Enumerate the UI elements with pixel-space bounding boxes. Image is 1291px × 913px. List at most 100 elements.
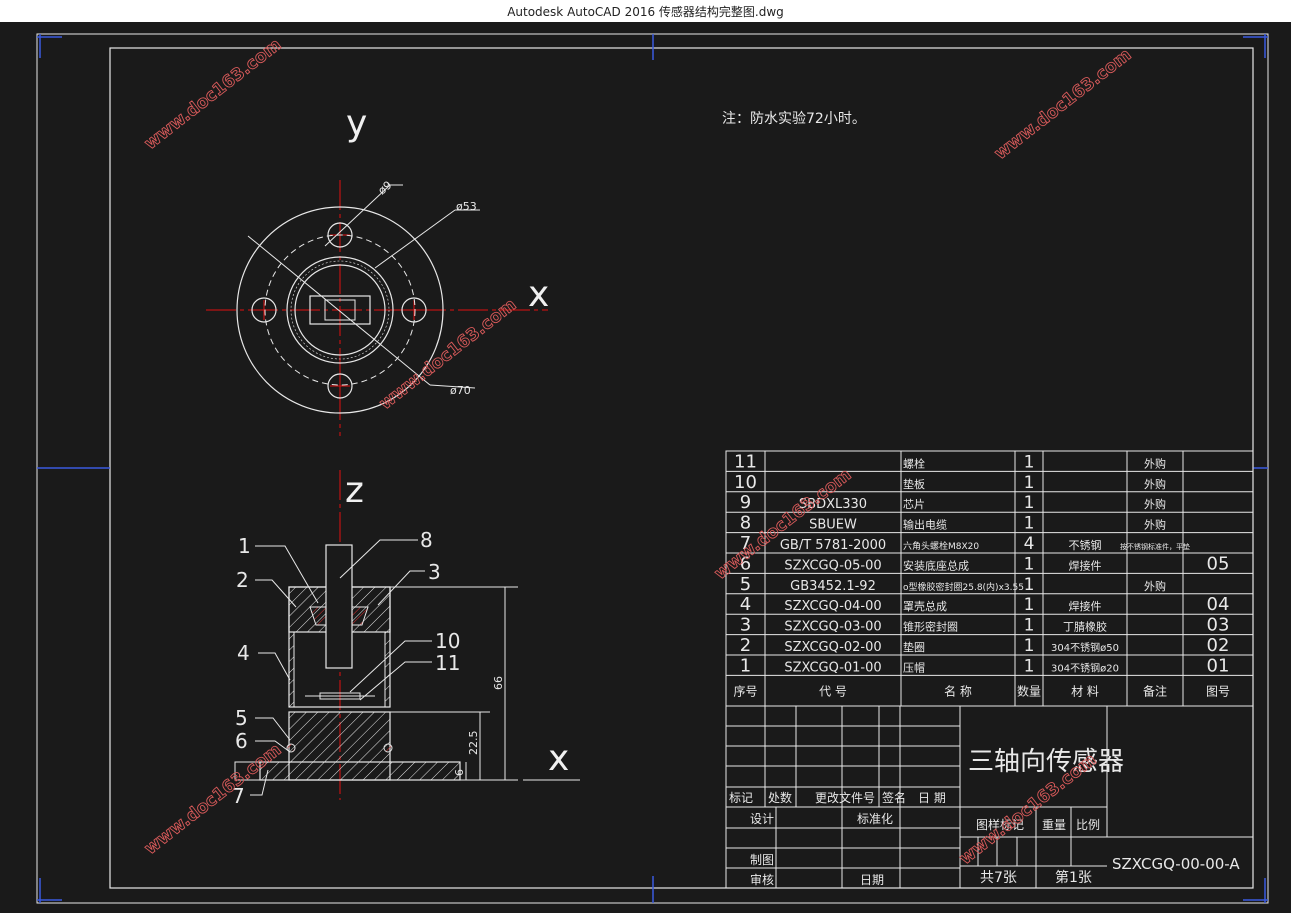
axis-x-label-section: x [548,738,569,779]
bom-header-fig: 图号 [1206,684,1230,698]
tb-date2: 日期 [860,873,884,887]
mounting-base [288,711,391,781]
axis-x-label-top: x [528,274,549,315]
bom-cell-qty: 4 [1024,534,1035,554]
bom-cell-no: 7 [740,533,751,554]
label-5: 5 [235,706,248,730]
bom-cell-no: 8 [740,513,751,534]
window-title: Autodesk AutoCAD 2016 传感器结构完整图.dwg [507,5,784,19]
dim-inner-label: ø53 [456,200,477,213]
tb-mark: 标记 [729,791,753,805]
bom-cell-material: 304不锈钢ø20 [1051,661,1119,674]
dimension-lines-top [247,184,480,389]
axis-z-label: z [345,470,364,511]
shell-wall-right [384,631,391,708]
bom-cell-fig: 03 [1207,615,1230,636]
bom-cell-remark: 外购 [1144,518,1166,532]
bolt-circle [264,234,416,386]
bom-cell-fig: 04 [1207,594,1230,615]
bolt-head [234,761,261,781]
housing-hatch [290,260,390,360]
bom-cell-fig: 05 [1207,553,1230,574]
bom-cell-remark: 外购 [1144,579,1166,593]
label-11: 11 [435,651,460,675]
dim-base-label: 6 [453,769,466,776]
bom-cell-remark: 外购 [1144,456,1166,470]
tb-standard: 标准化 [857,812,893,826]
bom-cell-name: 垫板 [903,477,925,491]
bolt-hole-bottom [327,373,353,399]
bom-cell-qty: 1 [1024,554,1035,574]
top-view[interactable]: y x ø9 ø53 ø70 [206,103,549,436]
title-block[interactable]: 三轴向传感器 SZXCGQ-00-00-A 标记 处数 更改文件号 签名 日 期… [725,705,1254,889]
bom-cell-qty: 1 [1024,636,1035,656]
watermark-5: www.doc163.com [141,740,286,859]
bom-cell-material: 丁腈橡胶 [1063,620,1107,634]
bom-cell-no: 6 [740,553,751,574]
bom-cell-fig: 02 [1207,635,1230,656]
bom-cell-no: 11 [734,451,757,472]
oring-right [383,743,393,753]
housing-inner-circle [294,264,386,356]
label-4: 4 [237,641,250,665]
title-bar: Autodesk AutoCAD 2016 传感器结构完整图.dwg [0,0,1291,23]
bom-cell-no: 4 [740,594,751,615]
bolt-hole-right [401,297,427,323]
bom-header-no: 序号 [733,683,757,698]
bom-cell-code: SZXCGQ-01-00 [784,660,881,675]
bom-header-remark: 备注 [1143,683,1167,698]
bom-cell-name: 压帽 [903,661,925,674]
bom-cell-code: SBUEW [809,518,857,533]
dim-hole-label: ø9 [376,179,395,198]
bom-header-qty: 数量 [1017,683,1041,698]
bom-cell-qty: 1 [1024,473,1035,493]
bom-grid [725,450,1254,707]
label-7: 7 [232,784,245,808]
bom-cell-name: 六角头螺栓M8X20 [903,540,979,552]
title-block-grid [725,705,1254,889]
drawing-note: 注：防水实验72小时。 [722,111,866,127]
bom-cell-no: 1 [740,655,751,676]
sensor-chip [309,295,371,325]
bom-cell-code: GB3452.1-92 [790,579,876,594]
bom-cell-name: 安装底座总成 [903,558,969,572]
dim-outer-label: ø70 [450,384,471,397]
bom-cell-no: 2 [740,635,751,656]
bom-cell-code: SZXCGQ-05-00 [784,558,881,573]
oring-left [286,743,296,753]
bom-cell-qty: 1 [1024,595,1035,615]
flange-right [389,761,461,781]
cable [325,544,353,669]
bom-cell-name: 输出电缆 [903,518,947,532]
bom-cell-code: SZXCGQ-02-00 [784,640,881,655]
bom-cell-qty: 1 [1024,493,1035,513]
watermark-2: www.doc163.com [991,45,1136,164]
bom-cell-code: GB/T 5781-2000 [780,538,886,553]
bom-row[interactable]: 10 垫板 1 外购 [734,472,1166,493]
cad-drawing[interactable]: 注：防水实验72小时。 y x ø [0,22,1291,909]
section-view[interactable]: z x [232,470,580,808]
housing-outer-circle [286,256,394,364]
title-block-labels: 标记 处数 更改文件号 签名 日 期 设计 标准化 图样标记 重量 比例 制图 … [729,790,1100,887]
tb-sign: 签名 [882,790,906,805]
drawing-canvas[interactable]: 注：防水实验72小时。 y x ø [0,22,1291,909]
bom-cell-material: 焊接件 [1069,558,1102,572]
bom-cell-remark: 外购 [1144,477,1166,491]
sheet-marks [37,34,1268,903]
bom-row[interactable]: 6 SZXCGQ-05-00 安装底座总成 1 焊接件 05 [740,553,1230,574]
bom-cell-no: 10 [734,472,757,493]
tb-scale: 比例 [1076,818,1100,832]
axis-y-label: y [346,103,367,144]
bolt-hole-left [251,297,277,323]
bom-cell-remark: 按不锈钢标准件，平垫 [1120,542,1190,551]
